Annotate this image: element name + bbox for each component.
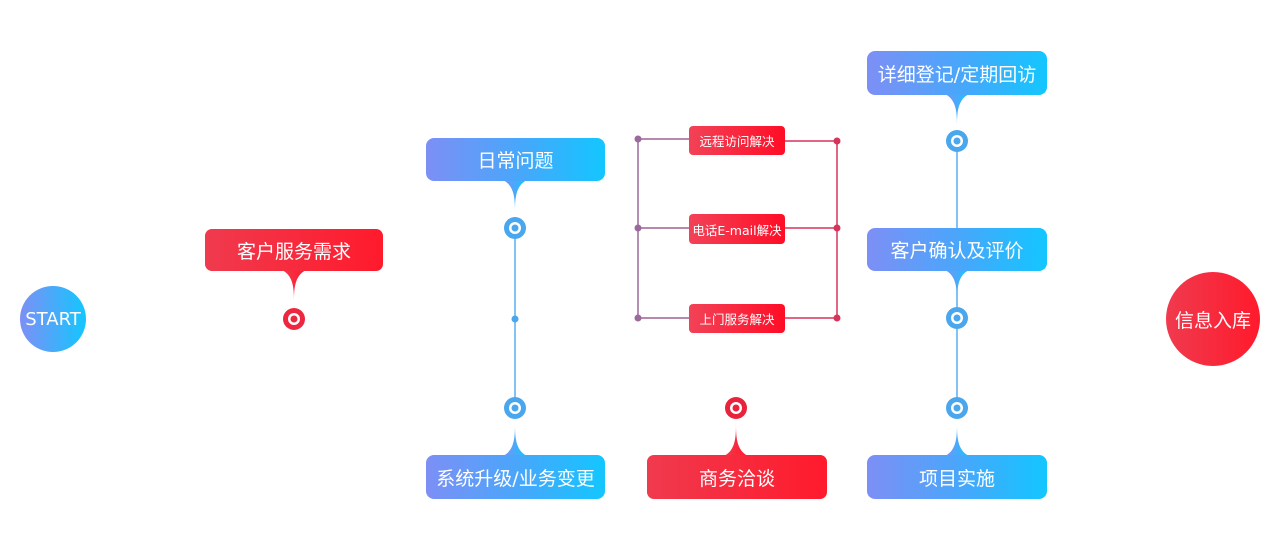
ring-node-customer-need [283, 308, 305, 330]
phone-solution-tag: 电话E-mail解决 [689, 214, 785, 244]
end-label: 信息入库 [1174, 309, 1251, 332]
pin-stem-business-talk [724, 422, 748, 456]
phone-solution-label: 电话E-mail解决 [692, 222, 782, 238]
pin-stem-register-visit [945, 94, 969, 128]
system-upgrade-label: 系统升级/业务变更 [436, 467, 595, 490]
business-talk-box: 商务洽谈 [647, 455, 827, 499]
junction-dot-right-top [833, 137, 841, 145]
pin-stem-project-impl [945, 422, 969, 456]
ring-node-project-impl [946, 397, 968, 419]
project-impl-label: 项目实施 [918, 467, 995, 490]
remote-solution-label: 远程访问解决 [699, 134, 775, 149]
end-node: 信息入库 [1166, 272, 1260, 366]
daily-issue-label: 日常问题 [477, 150, 554, 172]
junction-dot-left-bottom [634, 314, 642, 322]
register-visit-box: 详细登记/定期回访 [867, 51, 1047, 95]
customer-need-label: 客户服务需求 [236, 240, 351, 263]
customer-need-box: 客户服务需求 [205, 229, 383, 271]
ring-node-system-upgrade [504, 397, 526, 419]
pin-stem-daily-issue [503, 180, 527, 214]
daily-issue-box: 日常问题 [426, 138, 605, 181]
junction-dot-right-bottom [833, 314, 841, 322]
system-upgrade-box: 系统升级/业务变更 [426, 455, 605, 499]
start-label: START [25, 308, 81, 330]
project-impl-box: 项目实施 [867, 455, 1047, 499]
business-talk-label: 商务洽谈 [698, 467, 775, 490]
junction-dot-left-top [634, 135, 642, 143]
start-node: START [20, 286, 86, 352]
register-visit-label: 详细登记/定期回访 [877, 63, 1037, 86]
onsite-solution-label: 上门服务解决 [699, 312, 775, 327]
pin-stem-customer-need [282, 270, 306, 303]
pin-stem-confirm-eval [945, 270, 969, 305]
ring-node-business-talk [725, 397, 747, 419]
confirm-eval-label: 客户确认及评价 [890, 240, 1024, 262]
ring-node-confirm-eval [946, 307, 968, 329]
pin-stem-system-upgrade [503, 422, 527, 456]
ring-node-daily-issue [504, 217, 526, 239]
junction-dot-hub [511, 315, 519, 323]
junction-dot-left-mid [634, 224, 642, 232]
remote-solution-tag: 远程访问解决 [689, 126, 785, 155]
onsite-solution-tag: 上门服务解决 [689, 304, 785, 333]
junction-dot-right-mid [833, 224, 841, 232]
confirm-eval-box: 客户确认及评价 [867, 228, 1047, 271]
ring-node-register-visit [946, 130, 968, 152]
